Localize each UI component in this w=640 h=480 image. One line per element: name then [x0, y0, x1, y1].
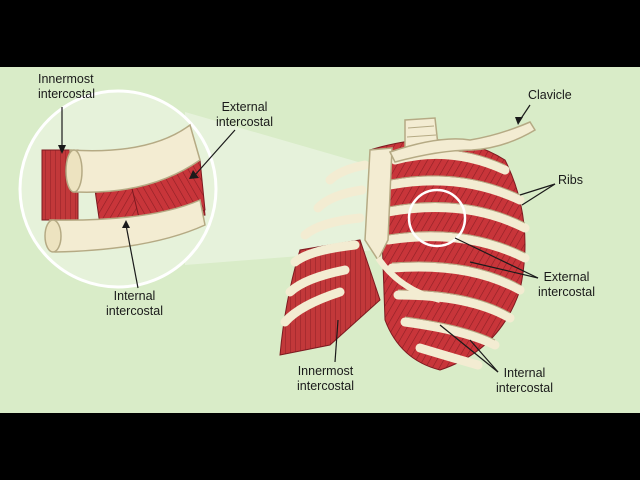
label-ribs: Ribs	[558, 173, 584, 187]
costal-cartilage	[375, 256, 441, 303]
label-internal-intercostal: Internal intercostal	[496, 366, 553, 395]
label-inset-external-intercostal: External intercostal	[216, 100, 273, 129]
rib-cage	[279, 117, 537, 371]
sternum	[364, 147, 393, 262]
label-external-intercostal: External intercostal	[538, 270, 595, 299]
magnified-region-marker	[407, 188, 467, 248]
inset-upper-rib	[69, 123, 201, 193]
intercostal-muscle-body	[369, 139, 526, 371]
leader-lines	[61, 104, 556, 373]
label-inset-internal-intercostal: Internal intercostal	[106, 289, 163, 318]
inset-magnified-view	[18, 89, 218, 289]
arrowheads	[58, 117, 523, 228]
clavicle-bone	[388, 121, 537, 163]
label-inset-innermost-intercostal: Innermost intercostal	[38, 72, 95, 101]
ribs-left	[280, 160, 370, 327]
label-clavicle: Clavicle	[528, 88, 572, 102]
label-innermost-intercostal: Innermost intercostal	[297, 364, 354, 393]
